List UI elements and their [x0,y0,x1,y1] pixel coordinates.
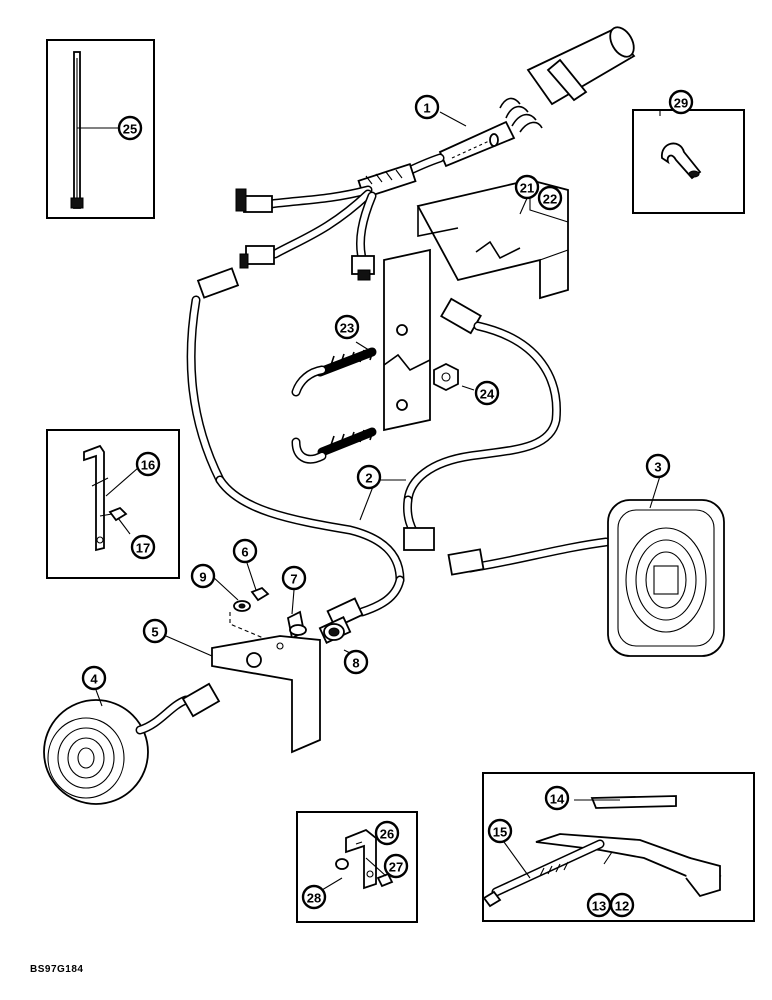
backup-alarm-part [607,499,725,657]
detail-box-bracket-26 [296,811,418,923]
callout-23: 23 [334,314,360,340]
svg-text:17: 17 [136,541,150,556]
mounting-plate-part [211,635,321,754]
svg-text:21: 21 [520,181,534,196]
callout-15: 15 [487,818,513,844]
svg-text:3: 3 [654,460,661,475]
svg-text:8: 8 [352,656,359,671]
callout-17: 17 [130,534,156,560]
hex-nut-24 [433,362,459,392]
figure-code: BS97G184 [30,964,84,975]
callout-24: 24 [474,380,500,406]
svg-text:14: 14 [550,792,565,807]
svg-text:26: 26 [380,827,394,842]
callout-16: 16 [135,451,161,477]
svg-text:27: 27 [389,860,403,875]
clip-part [661,142,702,180]
callout-2: 2 [356,464,382,490]
callout-25: 25 [117,115,143,141]
wiring-harness [186,153,445,644]
callout-29: 29 [668,89,694,115]
callout-7: 7 [281,565,307,591]
svg-text:28: 28 [307,891,321,906]
detail-box-cable-tie [46,39,155,219]
detail-box-bracket-12 [482,772,755,922]
svg-text:12: 12 [615,899,629,914]
spring-part [291,347,377,464]
svg-text:2: 2 [365,471,372,486]
callout-13: 13 [586,892,612,918]
svg-text:22: 22 [543,192,557,207]
callout-26: 26 [374,820,400,846]
callout-27: 27 [383,853,409,879]
callout-6: 6 [232,538,258,564]
trailer-plug-part [438,26,636,168]
svg-text:15: 15 [493,825,507,840]
callout-14: 14 [544,785,570,811]
detail-box-bracket-16 [46,429,180,579]
alarm-wire-part [403,297,611,576]
hex-nut-hole [441,372,451,382]
svg-text:7: 7 [290,572,297,587]
svg-text:6: 6 [241,545,248,560]
leader-lines [95,110,661,891]
callout-8: 8 [343,649,369,675]
hardware-small-parts [229,586,345,641]
bracket-16-part [83,444,128,552]
bracket-26-part [335,828,394,890]
round-alarm-part [43,682,221,805]
svg-text:29: 29 [674,96,688,111]
callout-3: 3 [645,453,671,479]
svg-text:13: 13 [592,899,606,914]
svg-text:23: 23 [340,321,354,336]
cable-tie-part [70,51,118,209]
callout-28: 28 [301,884,327,910]
svg-text:9: 9 [199,570,206,585]
callout-21: 21 [514,174,540,200]
mounting-bracket-part [383,179,569,432]
callout-5: 5 [142,618,168,644]
callout-12: 12 [609,892,635,918]
svg-text:25: 25 [123,122,137,137]
svg-text:16: 16 [141,458,155,473]
callout-22: 22 [537,185,563,211]
callout-1: 1 [414,94,440,120]
svg-text:24: 24 [480,387,495,402]
svg-text:5: 5 [151,625,158,640]
svg-text:4: 4 [90,672,98,687]
bracket-12-part [482,795,722,908]
svg-text:1: 1 [423,101,430,116]
callout-4: 4 [81,665,107,691]
callout-9: 9 [190,563,216,589]
